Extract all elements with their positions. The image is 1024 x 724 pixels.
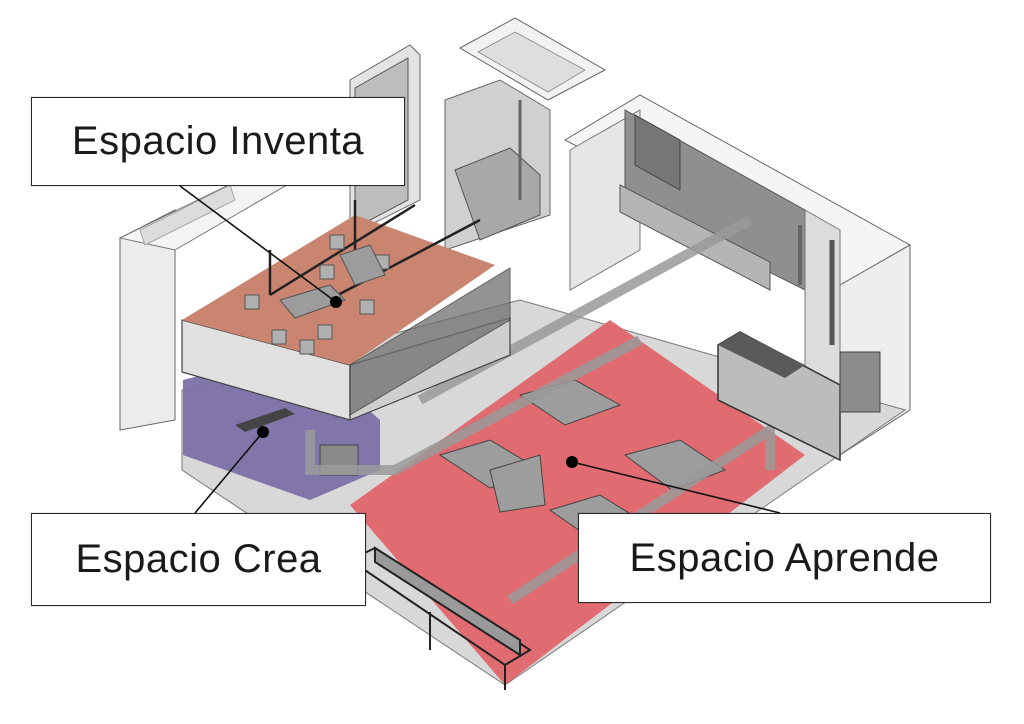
chair	[271, 329, 287, 345]
chair	[329, 234, 345, 250]
mezz-table	[279, 284, 346, 319]
label-espacio-inventa: Espacio Inventa	[31, 97, 405, 186]
leader-aprende	[571, 461, 781, 514]
duct-main	[305, 335, 643, 475]
label-espacio-aprende: Espacio Aprende	[578, 513, 991, 603]
chair	[359, 299, 375, 315]
front-shelving	[347, 546, 532, 690]
chair	[244, 294, 260, 310]
shelf-top	[374, 546, 521, 657]
dot-aprende	[566, 456, 578, 468]
bar-equipment	[839, 351, 881, 413]
right-back-wall	[569, 109, 641, 291]
crea-table	[235, 408, 295, 432]
bar-counter	[717, 331, 841, 462]
leader-crea	[194, 431, 264, 514]
dot-inventa	[330, 296, 342, 308]
kitchen-shelving	[634, 114, 681, 191]
chair	[317, 324, 333, 340]
rail-1	[269, 203, 416, 297]
leader-inventa	[179, 185, 337, 303]
dot-crea	[257, 426, 269, 438]
mezzanine-chairs	[244, 234, 390, 355]
leader-dots	[257, 296, 578, 468]
stairwell-inner	[477, 31, 586, 93]
chair	[319, 264, 335, 280]
mezzanine-glass	[349, 267, 511, 416]
left-wall	[119, 209, 176, 431]
mezz-table	[339, 244, 386, 286]
chair	[299, 339, 315, 355]
leader-lines	[179, 185, 781, 514]
table-group-5	[489, 454, 546, 513]
bar-counter-top	[718, 332, 805, 378]
shelf-outline	[347, 546, 532, 667]
label-espacio-crea: Espacio Crea	[31, 513, 366, 606]
duct-branch	[417, 215, 753, 405]
